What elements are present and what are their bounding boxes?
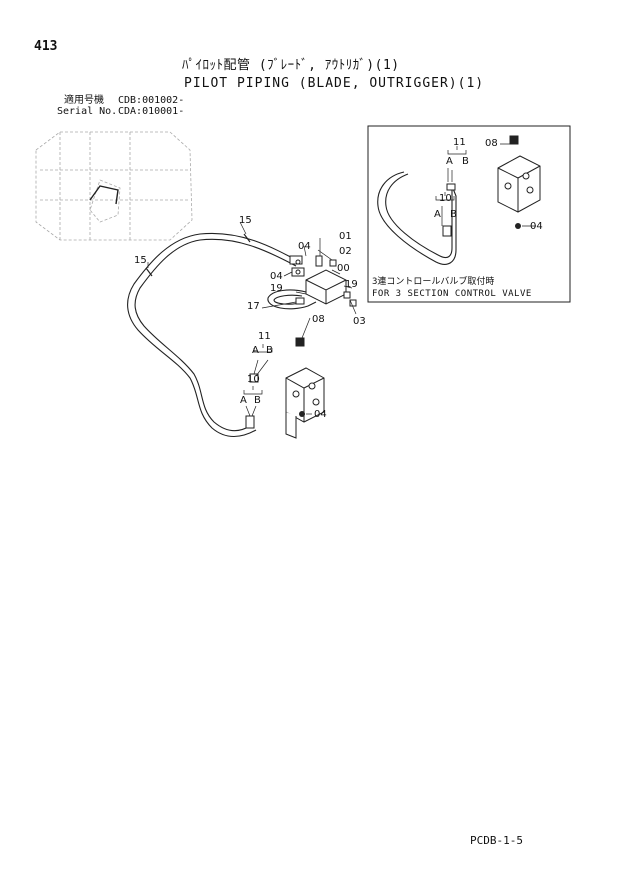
machine-body-outline [35, 131, 193, 241]
callout-19-right: 19 [345, 279, 358, 290]
callout-b1: B [266, 345, 273, 356]
pilot-hose-at-body [89, 185, 119, 205]
callout-00: 00 [337, 263, 350, 274]
footer-code: PCDB-1-5 [470, 834, 523, 847]
callout-04-lower: 04 [314, 409, 327, 420]
main-plug-04 [299, 411, 305, 417]
inset-control-valve [497, 135, 541, 213]
callout-inset-04: 04 [530, 221, 543, 232]
callout-b2: B [254, 395, 261, 406]
fitting-19 [295, 297, 305, 305]
serial-label-english: Serial No. [57, 106, 118, 117]
callout-inset-10: 10 [439, 193, 452, 204]
callout-a1: A [252, 345, 259, 356]
callout-inset-08: 08 [485, 138, 498, 149]
callout-a2: A [240, 395, 247, 406]
main-pilot-hoses [127, 232, 301, 438]
serial-label-japanese: 適用号機 [64, 95, 104, 106]
callout-15-left: 15 [134, 255, 147, 266]
callout-15-upper: 15 [239, 215, 252, 226]
callout-inset-a1: A [446, 156, 453, 167]
inset-note-english: FOR 3 SECTION CONTROL VALVE [372, 289, 532, 299]
inset-hoses [377, 171, 457, 265]
page-number: 413 [34, 39, 58, 54]
callout-02: 02 [339, 246, 352, 257]
callout-08: 08 [312, 314, 325, 325]
callout-19-left: 19 [270, 283, 283, 294]
main-clips [145, 233, 251, 277]
page-title-english: PILOT PIPING (BLADE, OUTRIGGER)(1) [184, 76, 485, 91]
inset-note-japanese: 3連コントロールバルブ取付時 [372, 277, 495, 287]
callout-inset-b1: B [462, 156, 469, 167]
callout-03: 03 [353, 316, 366, 327]
callout-inset-b2: B [450, 209, 457, 220]
page-title-japanese: ﾊﾟｲﾛｯﾄ配管 (ﾌﾞﾚｰﾄﾞ, ｱｳﾄﾘｶﾞ)(1) [182, 58, 400, 73]
serial-value-cda: CDA:010001- [118, 106, 185, 117]
inset-plug-04 [515, 223, 521, 229]
inset-leader-lines [441, 143, 536, 227]
inset-bracket-lines [435, 146, 467, 201]
callout-11: 11 [258, 331, 271, 342]
callout-04-middle: 04 [270, 271, 283, 282]
main-leader-lines [147, 221, 357, 417]
short-hose-17 [267, 289, 317, 310]
inset-fittings [442, 183, 456, 237]
solenoid-block [289, 255, 357, 307]
callout-17: 17 [247, 301, 260, 312]
callout-inset-a2: A [434, 209, 441, 220]
callout-04-upper: 04 [298, 241, 311, 252]
callout-10: 10 [247, 374, 260, 385]
inset-frame [367, 125, 571, 303]
main-control-valve [285, 337, 325, 439]
callout-01: 01 [339, 231, 352, 242]
serial-value-cdb: CDB:001002- [118, 95, 185, 106]
callout-inset-11: 11 [453, 137, 466, 148]
